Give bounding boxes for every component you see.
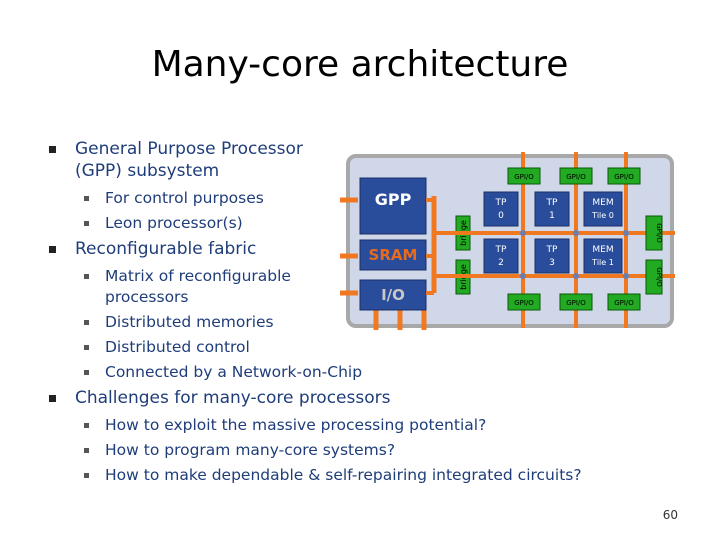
bullet-group-fabric: Reconfigurable fabric Matrix of reconfig… xyxy=(45,238,605,383)
square-bullet-icon xyxy=(84,345,89,350)
tile-index: 3 xyxy=(549,258,555,268)
architecture-diagram: GPP SRAM I/O bridge bridge TP 0 xyxy=(340,152,675,330)
bullet-list: General Purpose Processor (GPP) subsyste… xyxy=(45,138,605,490)
square-bullet-icon xyxy=(84,274,89,279)
bullet-level2: How to exploit the massive processing po… xyxy=(45,415,605,436)
square-bullet-icon xyxy=(84,370,89,375)
tile-index: Tile 1 xyxy=(591,258,614,267)
bullet-text: Reconfigurable fabric xyxy=(75,239,257,259)
page-number: 60 xyxy=(662,508,678,522)
gpio-label: GPI/O xyxy=(566,173,586,181)
bullet-level2: Matrix of reconfigurable processors xyxy=(45,266,605,308)
bullet-level2: Distributed control xyxy=(45,337,605,358)
tile-tp2: TP 2 xyxy=(483,238,519,274)
bullet-level2: Leon processor(s) xyxy=(45,213,605,234)
bullet-text: Connected by a Network-on-Chip xyxy=(105,363,363,381)
tile-label: TP xyxy=(495,245,507,255)
bullet-text: How to make dependable & self-repairing … xyxy=(105,466,582,484)
tile-label: MEM xyxy=(592,245,613,255)
square-bullet-icon xyxy=(84,196,89,201)
square-bullet-icon xyxy=(84,221,89,226)
gpio-label: GPI/O xyxy=(566,299,586,307)
tile-label: MEM xyxy=(592,198,613,208)
tile-mem0: MEM Tile 0 xyxy=(583,191,623,227)
noc-wires xyxy=(434,152,675,328)
gpio-label: GPI/O xyxy=(514,173,534,181)
bullet-level2: How to make dependable & self-repairing … xyxy=(45,465,605,486)
gpio-label: GPI/O xyxy=(614,299,634,307)
bullet-level1: General Purpose Processor (GPP) subsyste… xyxy=(45,138,605,182)
bullet-level1: Challenges for many-core processors xyxy=(45,387,605,409)
gpio-label: GPI/O xyxy=(614,173,634,181)
bullet-group-gpp: General Purpose Processor (GPP) subsyste… xyxy=(45,138,605,234)
tile-label: TP xyxy=(495,198,507,208)
bullet-level2: Distributed memories xyxy=(45,312,605,333)
bullet-text: Leon processor(s) xyxy=(105,214,243,232)
sram-label: SRAM xyxy=(369,246,418,264)
bullet-text: Distributed control xyxy=(105,338,250,356)
tile-index: 2 xyxy=(498,258,504,268)
gpio-label: GPI/O xyxy=(514,299,534,307)
io-label: I/O xyxy=(381,286,405,304)
gpio-right: GPI/O GPI/O xyxy=(645,215,663,295)
left-io-stubs xyxy=(340,197,358,296)
tile-tp0: TP 0 xyxy=(483,191,519,227)
tile-tp1: TP 1 xyxy=(534,191,570,227)
bullet-text: Matrix of reconfigurable processors xyxy=(105,267,291,306)
tile-index: 0 xyxy=(498,211,504,221)
bullet-text: For control purposes xyxy=(105,189,264,207)
gpp-label: GPP xyxy=(375,190,412,209)
square-bullet-icon xyxy=(84,473,89,478)
bullet-level2: For control purposes xyxy=(45,188,605,209)
gpio-bottom: GPI/O GPI/O GPI/O xyxy=(507,293,641,311)
sram-block xyxy=(359,239,427,271)
gpp-bottom-stubs xyxy=(373,308,427,330)
tile-tp3: TP 3 xyxy=(534,238,570,274)
bullet-level1: Reconfigurable fabric xyxy=(45,238,605,260)
gpio-label: GPI/O xyxy=(655,267,663,287)
bullet-text: How to program many-core systems? xyxy=(105,441,396,459)
square-bullet-icon xyxy=(84,320,89,325)
tile-label: TP xyxy=(546,198,558,208)
square-bullet-icon xyxy=(84,423,89,428)
io-block xyxy=(359,279,427,311)
bullet-text: Challenges for many-core processors xyxy=(75,388,391,408)
square-bullet-icon xyxy=(49,246,56,253)
square-bullet-icon xyxy=(49,395,56,402)
tile-label: TP xyxy=(546,245,558,255)
bullet-level2: Connected by a Network-on-Chip xyxy=(45,362,605,383)
gpio-top: GPI/O GPI/O GPI/O xyxy=(507,167,641,185)
square-bullet-icon xyxy=(84,448,89,453)
tile-index: 1 xyxy=(549,211,555,221)
bullet-text: General Purpose Processor (GPP) subsyste… xyxy=(75,139,303,181)
bullet-group-challenges: Challenges for many-core processors How … xyxy=(45,387,605,486)
bullet-text: Distributed memories xyxy=(105,313,274,331)
noc-routers xyxy=(520,230,629,279)
square-bullet-icon xyxy=(49,146,56,153)
tile-index: Tile 0 xyxy=(591,211,614,220)
bullet-level2: How to program many-core systems? xyxy=(45,440,605,461)
gpio-label: GPI/O xyxy=(655,223,663,243)
tile-mem1: MEM Tile 1 xyxy=(583,238,623,274)
bullet-text: How to exploit the massive processing po… xyxy=(105,416,487,434)
gpp-block xyxy=(359,177,427,235)
gpp-bus-links xyxy=(426,198,434,295)
slide-title: Many-core architecture xyxy=(151,44,569,85)
